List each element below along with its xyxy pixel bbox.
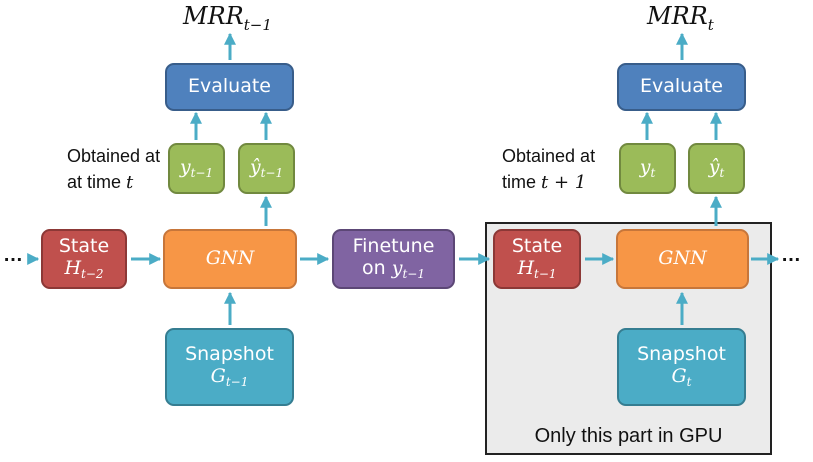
state-box-right: State Ht−1 <box>493 229 581 289</box>
obtained-note-left-line2: at time t <box>67 172 134 193</box>
ellipsis-left: … <box>3 244 24 266</box>
gnn-box-left: GNN <box>163 229 297 289</box>
evaluate-box-left: Evaluate <box>165 63 294 111</box>
obtained-note-right-line2: time t + 1 <box>502 172 587 193</box>
y-pred-box-left: ŷt−1 <box>238 143 295 194</box>
evaluate-label-right: Evaluate <box>640 75 723 98</box>
snapshot-label-right: Snapshot <box>637 343 726 366</box>
gpu-caption: Only this part in GPU <box>534 425 723 447</box>
ellipsis-right: … <box>781 244 802 266</box>
state-box-left: State Ht−2 <box>41 229 127 289</box>
snapshot-label-left: Snapshot <box>185 343 274 366</box>
finetune-label-line1: Finetune <box>352 235 435 258</box>
mrr-label-left: MRRt−1 <box>183 2 272 34</box>
obtained-note-right-line1: Obtained at <box>502 146 596 166</box>
y-true-box-right: yt <box>619 143 676 194</box>
gnn-label-right: GNN <box>658 247 707 270</box>
finetune-label-line2: on yt−1 <box>362 257 425 282</box>
state-label-left: State <box>58 235 110 258</box>
snapshot-box-left: Snapshot Gt−1 <box>165 328 294 406</box>
obtained-note-left: Obtained at at time t <box>67 143 160 196</box>
mrr-label-right: MRRt <box>647 2 714 34</box>
y-pred-box-right: ŷt <box>688 143 745 194</box>
gnn-box-right: GNN <box>616 229 749 289</box>
evaluate-label-left: Evaluate <box>188 75 271 98</box>
gnn-label-left: GNN <box>205 247 255 270</box>
obtained-note-right: Obtained at time t + 1 <box>502 143 595 196</box>
snapshot-box-right: Snapshot Gt <box>617 328 746 406</box>
obtained-note-left-line1: Obtained at <box>67 146 161 166</box>
state-label-right: State <box>511 235 563 258</box>
finetune-box: Finetune on yt−1 <box>332 229 455 289</box>
y-true-box-left: yt−1 <box>168 143 225 194</box>
evaluate-box-right: Evaluate <box>617 63 746 111</box>
